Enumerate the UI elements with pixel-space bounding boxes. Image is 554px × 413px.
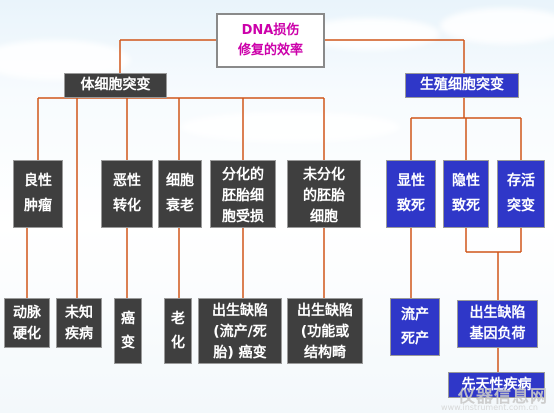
somatic-mutation-node: 体细胞突变 [64, 73, 167, 98]
watermark-url: www.instrument.com.cn [441, 403, 538, 412]
node-label: 转化 [113, 198, 141, 214]
arteriosclerosis-node: 动脉 硬化 [4, 298, 50, 348]
node-label: 死产 [401, 330, 429, 347]
node-label: 疾病 [65, 326, 93, 342]
unknown-disease-node: 未知 疾病 [56, 298, 102, 348]
title-line-2: 修复的效率 [237, 42, 303, 58]
cell-senescence-node: 细胞 衰老 [158, 160, 202, 228]
node-label: 分化的 [222, 167, 264, 183]
germline-mutation-label: 生殖细胞突变 [420, 77, 504, 93]
node-label: 出生缺陷 [212, 303, 268, 319]
background-cloud [180, 112, 400, 142]
node-label: 胞受损 [222, 209, 264, 225]
node-label: 基因负荷 [469, 326, 526, 342]
node-label: 化 [171, 334, 185, 351]
node-label: 结构畸 [304, 345, 346, 361]
watermark-brand: 仪器信息网 [458, 387, 548, 407]
benign-tumor-node: 良性 肿瘤 [13, 160, 63, 228]
node-label: 突变 [507, 198, 535, 214]
node-label: 良性 [24, 173, 52, 189]
node-label: 恶性 [113, 173, 141, 189]
undifferentiated-embryo-cell-node: 未分化 的胚胎 细胞 [287, 160, 361, 228]
node-label: 硬化 [13, 326, 41, 342]
dna-damage-repair-title: DNA损伤 修复的效率 [216, 13, 325, 68]
node-label: 细胞 [310, 209, 338, 225]
aging-node: 老 化 [164, 298, 192, 364]
node-label: 细胞 [166, 173, 194, 189]
title-line-1: DNA损伤 [241, 23, 300, 38]
node-label: 存活 [507, 173, 535, 189]
differentiated-embryo-cell-node: 分化的 胚胎细 胞受损 [210, 160, 276, 228]
node-label: 未知 [65, 305, 93, 321]
site-watermark: 仪器信息网 [458, 382, 548, 407]
node-label: 癌 [121, 310, 135, 327]
birth-defect-malformation-node: 出生缺陷 (功能或 结构畸 [287, 298, 363, 364]
node-label: 动脉 [13, 305, 41, 321]
recessive-lethal-node: 隐性 致死 [443, 160, 489, 228]
surviving-mutation-node: 存活 突变 [497, 160, 545, 228]
node-label: 衰老 [166, 198, 194, 214]
node-label: 未分化 [303, 167, 345, 183]
congenital-disease-node: 先天性疾病 [448, 372, 545, 398]
node-label: 的胚胎 [303, 188, 345, 204]
background-cloud [440, 8, 554, 44]
somatic-mutation-label: 体细胞突变 [80, 77, 151, 93]
node-label: 胚胎细 [222, 188, 264, 204]
node-label: 变 [121, 334, 135, 351]
node-label: 流产 [401, 306, 429, 323]
node-label: 老 [171, 310, 185, 327]
node-label: 隐性 [452, 173, 480, 189]
node-label: 出生缺陷 [469, 305, 526, 321]
malignant-transformation-node: 恶性 转化 [101, 160, 153, 228]
node-label: 先天性疾病 [461, 376, 532, 393]
node-label: (流产/死 [213, 324, 267, 340]
birth-defect-miscarriage-node: 出生缺陷 (流产/死 胎) 癌变 [198, 298, 282, 364]
node-label: (功能或 [300, 324, 350, 340]
node-label: 出生缺陷 [297, 303, 353, 319]
node-label: 致死 [397, 198, 425, 214]
genetic-load-node: 出生缺陷 基因负荷 [457, 300, 538, 348]
node-label: 致死 [452, 198, 480, 214]
abortion-stillbirth-node: 流产 死产 [390, 298, 440, 356]
node-label: 显性 [397, 173, 425, 189]
node-label: 胎) 癌变 [213, 345, 267, 361]
canceration-node: 癌 变 [114, 298, 142, 364]
germline-mutation-node: 生殖细胞突变 [405, 73, 519, 98]
node-label: 肿瘤 [24, 198, 52, 214]
dominant-lethal-node: 显性 致死 [386, 160, 436, 228]
